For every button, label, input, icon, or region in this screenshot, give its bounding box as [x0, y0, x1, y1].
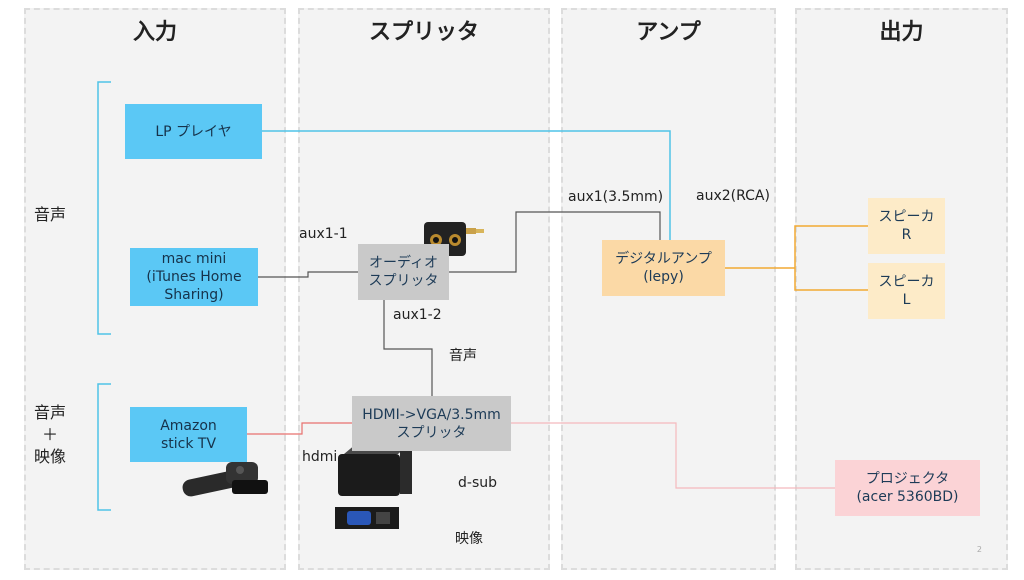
node-audio-splitter: オーディオ スプリッタ — [358, 244, 449, 300]
node-speaker-l: スピーカ L — [868, 263, 945, 319]
wire-splitter-to-amp — [449, 211, 661, 273]
label-video: 映像 — [455, 531, 483, 547]
hdmi-converter-image — [338, 444, 412, 496]
node-amazon-stick-tv: Amazon stick TV — [130, 407, 247, 462]
node-speaker-r: スピーカ R — [868, 198, 945, 254]
group-label-audio: 音声 — [33, 205, 66, 224]
label-aux2: aux2(RCA) — [696, 188, 770, 204]
node-lp-player: LP プレイヤ — [125, 104, 262, 159]
group-label-audio-video: 音声 ＋ 映像 — [33, 403, 66, 466]
wire-amp-to-speakers — [725, 225, 868, 291]
label-hdmi: hdmi — [302, 449, 338, 465]
bracket-audio-video — [97, 383, 111, 511]
node-projector: プロジェクタ (acer 5360BD) — [835, 460, 980, 516]
label-aux1: aux1(3.5mm) — [568, 189, 664, 205]
node-digital-amp: デジタルアンプ (lepy) — [602, 240, 725, 296]
node-hdmi-splitter: HDMI->VGA/3.5mm スプリッタ — [352, 396, 511, 451]
column-title-splitter: スプリッタ — [368, 20, 479, 45]
wire-lp-to-amp — [262, 130, 671, 240]
column-title-input: 入力 — [132, 20, 177, 45]
wire-amazon-to-hdmi — [247, 422, 352, 435]
wire-hdmi-to-projector — [511, 422, 835, 489]
wire-splitter-to-hdmi — [383, 300, 433, 396]
amazon-remote-image — [182, 462, 268, 497]
node-mac-mini: mac mini (iTunes Home Sharing) — [130, 248, 258, 306]
label-audio: 音声 — [449, 348, 477, 364]
column-title-amp: アンプ — [636, 20, 701, 45]
vga-cable-image — [335, 507, 399, 529]
column-title-output: 出力 — [879, 20, 924, 45]
page-number: 2 — [976, 545, 982, 554]
bracket-audio — [97, 81, 111, 335]
label-aux1-2: aux1-2 — [393, 307, 442, 323]
label-aux1-1: aux1-1 — [299, 226, 348, 242]
wire-mac-to-splitter — [258, 271, 358, 278]
label-dsub: d-sub — [458, 475, 497, 491]
